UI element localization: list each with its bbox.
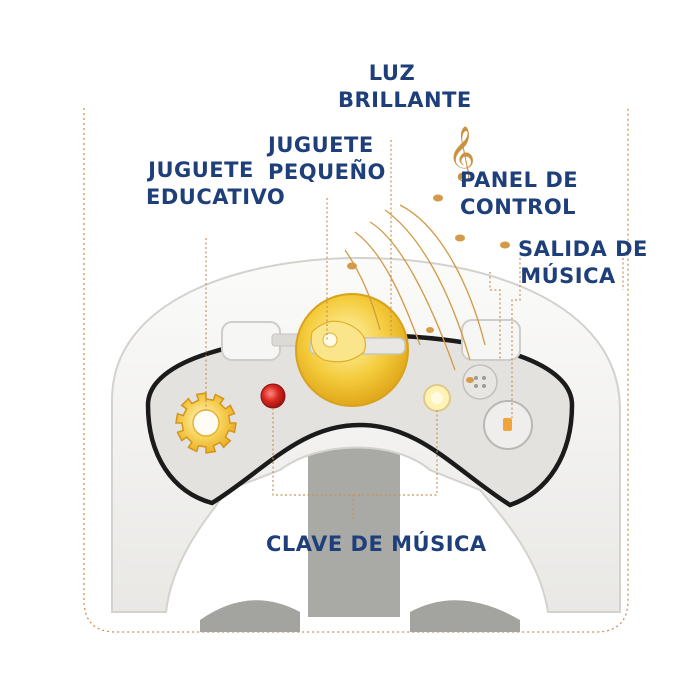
label-juguete-pequeno: JUGUETE PEQUEÑO [268, 132, 386, 186]
music-note-icon [347, 194, 510, 383]
label-juguete-educativo-line1: JUGUETE [148, 158, 254, 182]
light-button[interactable] [423, 384, 451, 412]
label-juguete-educativo: JUGUETE EDUCATIVO [146, 157, 286, 211]
label-salida-de-musica-line2: MÚSICA [520, 264, 616, 288]
label-panel-de-control: PANEL DE CONTROL [460, 167, 579, 221]
label-clave-de-musica-text: CLAVE DE MÚSICA [266, 532, 487, 556]
label-juguete-pequeno-line1: JUGUETE [268, 133, 374, 157]
callout-lines [205, 140, 624, 520]
music-output-button[interactable] [483, 400, 533, 450]
label-luz-brillante: LUZ BRILLANTE [338, 60, 472, 114]
label-panel-de-control-line2: CONTROL [460, 195, 577, 219]
music-notes-decoration [344, 204, 486, 371]
label-panel-de-control-line1: PANEL DE [460, 168, 579, 192]
label-clave-de-musica: CLAVE DE MÚSICA [266, 531, 487, 558]
label-salida-de-musica: SALIDA DE MÚSICA [518, 236, 648, 290]
label-luz-brillante-line2: BRILLANTE [338, 88, 472, 112]
left-latch [221, 321, 303, 361]
label-luz-brillante-line1: LUZ [368, 61, 416, 85]
svg-text:𝄞: 𝄞 [448, 125, 475, 181]
label-juguete-educativo-line2: EDUCATIVO [146, 185, 286, 209]
seat-fabric [200, 432, 520, 632]
speaker-knob [461, 319, 521, 400]
red-music-button[interactable] [260, 383, 286, 409]
label-salida-de-musica-line1: SALIDA DE [518, 237, 648, 261]
small-toy-dial[interactable] [295, 293, 409, 407]
treble-clef-icon: 𝄞 [448, 125, 475, 181]
educational-gear-toy[interactable] [175, 392, 237, 454]
label-juguete-pequeno-line2: PEQUEÑO [268, 160, 386, 184]
